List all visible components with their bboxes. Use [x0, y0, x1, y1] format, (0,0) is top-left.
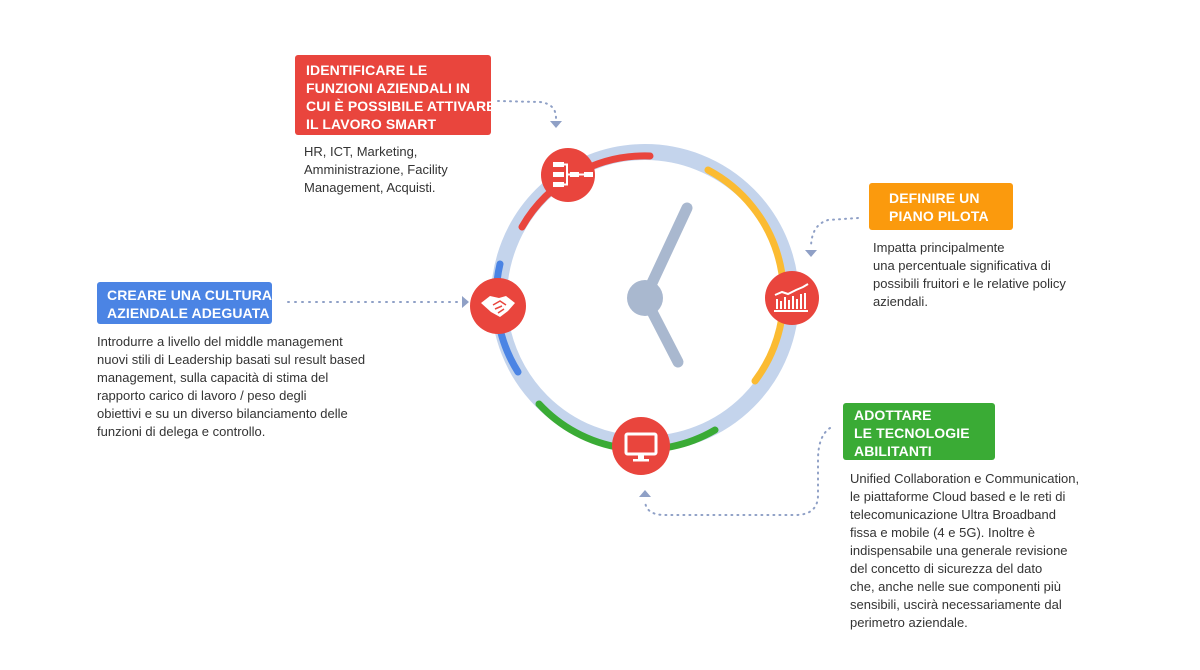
- title-line: LE TECNOLOGIE: [854, 425, 970, 441]
- orange-arc: [704, 166, 788, 385]
- description-line: rapporto carico di lavoro / peso degli: [97, 388, 307, 403]
- step-title-identificare: IDENTIFICARE LE FUNZIONI AZIENDALI IN CU…: [295, 55, 496, 135]
- growth-chart-icon: [765, 271, 819, 325]
- title-line: IDENTIFICARE LE: [306, 62, 428, 78]
- title-line: ABILITANTI: [854, 443, 932, 459]
- connector-red: [497, 100, 557, 119]
- description-line: Amministrazione, Facility: [304, 162, 448, 177]
- handshake-icon: [470, 278, 526, 334]
- step-description-adottare: Unified Collaboration e Communication, l…: [850, 470, 1079, 632]
- title-line: ADOTTARE: [854, 407, 932, 423]
- step-title-creare: CREARE UNA CULTURA AZIENDALE ADEGUATA: [97, 282, 272, 324]
- description-line: perimetro aziendale.: [850, 615, 968, 630]
- title-line: CREARE UNA CULTURA: [107, 287, 273, 303]
- arrow-blue: [462, 296, 469, 308]
- description-line: Unified Collaboration e Communication,: [850, 471, 1080, 486]
- step-description-identificare: HR, ICT, Marketing, Amministrazione, Fac…: [304, 143, 448, 197]
- description-line: Impatta principalmente: [873, 240, 1005, 255]
- arrow-green: [639, 490, 651, 497]
- flowchart-icon: [541, 148, 595, 202]
- description-line: una percentuale significativa di: [873, 258, 1051, 273]
- clock-center: [627, 280, 663, 316]
- description-line: sensibili, uscirà necessariamente dal: [850, 597, 1062, 612]
- connector-orange: [810, 217, 859, 249]
- description-line: obiettivi e su un diverso bilanciamento …: [97, 406, 348, 421]
- description-line: le piattaforme Cloud based e le reti di: [850, 489, 1066, 504]
- description-line: che, anche nelle sue componenti più: [850, 579, 1062, 594]
- description-line: Introdurre a livello del middle manageme…: [97, 334, 343, 349]
- title-line: PIANO PILOTA: [889, 208, 989, 224]
- description-line: nuovi stili di Leadership basati sul res…: [97, 352, 366, 367]
- description-line: Management, Acquisti.: [304, 180, 436, 195]
- description-line: indispensabile una generale revisione: [850, 543, 1068, 558]
- monitor-icon: [612, 417, 670, 475]
- description-line: del concetto di sicurezza del dato: [850, 561, 1043, 576]
- title-line: CUI È POSSIBILE ATTIVARE: [306, 98, 496, 114]
- title-line: DEFINIRE UN: [889, 190, 980, 206]
- title-line: IL LAVORO SMART: [306, 116, 437, 132]
- step-description-creare: Introdurre a livello del middle manageme…: [97, 333, 365, 441]
- step-description-definire: Impatta principalmente una percentuale s…: [873, 239, 1066, 311]
- arrow-red: [550, 121, 562, 128]
- description-line: management, sulla capacità di stima del: [97, 370, 329, 385]
- description-line: fissa e mobile (4 e 5G). Inoltre è: [850, 525, 1035, 540]
- description-line: funzioni di delega e controllo.: [97, 424, 266, 439]
- arrow-orange: [805, 250, 817, 257]
- description-line: HR, ICT, Marketing,: [304, 144, 418, 159]
- description-line: possibili fruitori e le relative policy: [873, 276, 1066, 291]
- description-line: aziendali.: [873, 294, 928, 309]
- step-title-adottare: ADOTTARE LE TECNOLOGIE ABILITANTI: [843, 403, 995, 460]
- description-line: telecomunicazione Ultra Broadband: [850, 507, 1056, 522]
- title-line: FUNZIONI AZIENDALI IN: [306, 80, 471, 96]
- step-title-definire: DEFINIRE UN PIANO PILOTA: [869, 183, 1013, 230]
- title-line: AZIENDALE ADEGUATA: [107, 305, 270, 321]
